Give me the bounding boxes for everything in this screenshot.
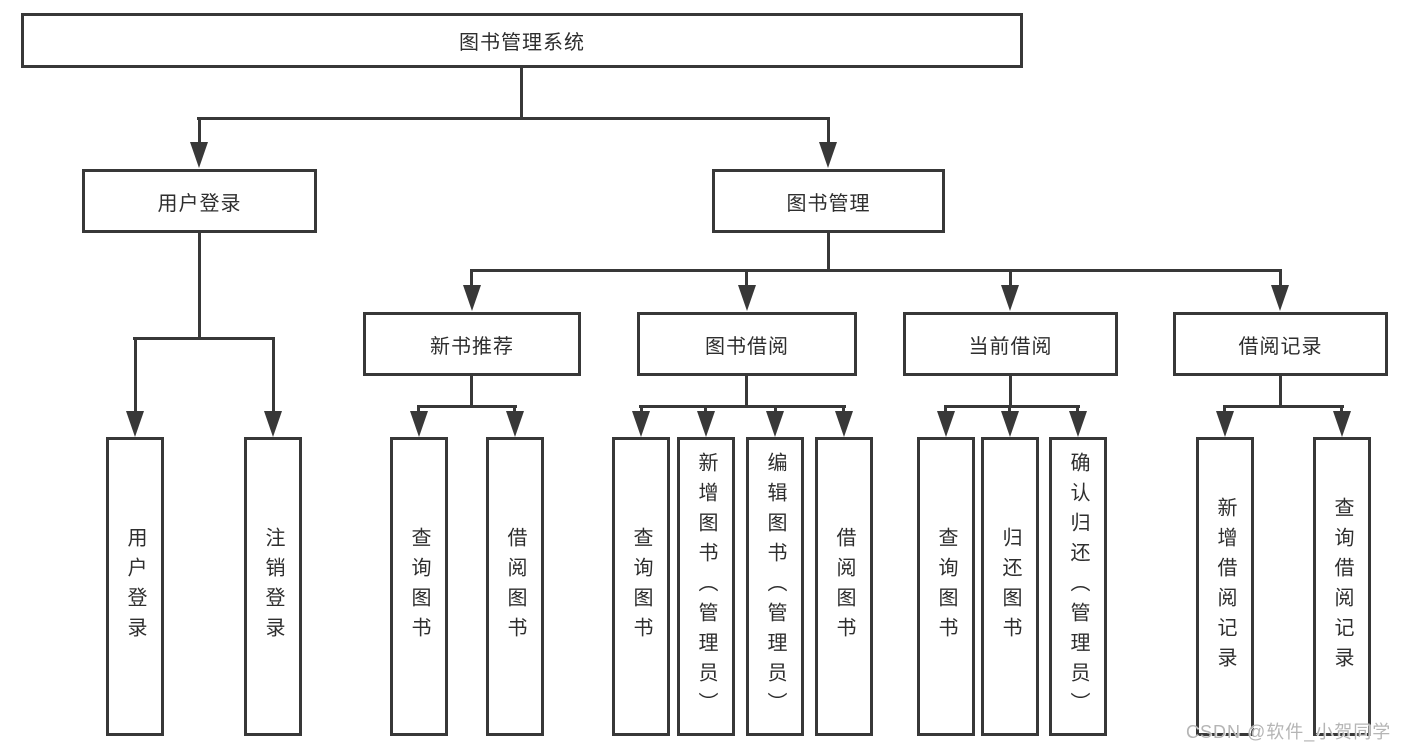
- connector-line: [704, 405, 707, 413]
- leaf-return-books: 归还图书: [981, 437, 1039, 736]
- connector-line: [842, 405, 845, 413]
- leaf-logout-login: 注销登录: [244, 437, 302, 736]
- connector-line: [470, 269, 1282, 272]
- connector-line: [1009, 376, 1012, 407]
- node-borrowing-records: 借阅记录: [1173, 312, 1388, 376]
- connector-line: [745, 376, 748, 407]
- leaf-query-books-current: 查询图书: [917, 437, 975, 736]
- connector-line: [513, 405, 516, 413]
- leaf-add-books-admin: 新增图书（管理员）: [677, 437, 735, 736]
- connector-line: [1009, 269, 1012, 287]
- connector-line: [1279, 269, 1282, 287]
- connector-line: [133, 337, 275, 340]
- leaf-add-borrow-record: 新增借阅记录: [1196, 437, 1254, 736]
- arrow-down-icon: [835, 411, 853, 437]
- arrow-down-icon: [1001, 285, 1019, 311]
- arrow-down-icon: [738, 285, 756, 311]
- arrow-down-icon: [1001, 411, 1019, 437]
- leaf-user-login: 用户登录: [106, 437, 164, 736]
- leaf-borrow-books-borrow: 借阅图书: [815, 437, 873, 736]
- connector-line: [197, 117, 830, 120]
- connector-line: [520, 66, 523, 119]
- leaf-confirm-return-admin: 确认归还（管理员）: [1049, 437, 1107, 736]
- node-book-management: 图书管理: [712, 169, 945, 233]
- arrow-down-icon: [1333, 411, 1351, 437]
- connector-line: [827, 117, 830, 144]
- arrow-down-icon: [126, 411, 144, 437]
- arrow-down-icon: [697, 411, 715, 437]
- arrow-down-icon: [190, 142, 208, 168]
- connector-line: [745, 269, 748, 287]
- leaf-query-borrow-record: 查询借阅记录: [1313, 437, 1371, 736]
- connector-line: [774, 405, 777, 413]
- arrow-down-icon: [766, 411, 784, 437]
- node-library-management-system: 图书管理系统: [21, 13, 1023, 68]
- leaf-edit-books-admin: 编辑图书（管理员）: [746, 437, 804, 736]
- connector-line: [1279, 376, 1282, 407]
- connector-line: [1076, 405, 1079, 413]
- connector-line: [944, 405, 947, 413]
- connector-line: [198, 117, 201, 144]
- node-user-login: 用户登录: [82, 169, 317, 233]
- arrow-down-icon: [410, 411, 428, 437]
- connector-line: [470, 269, 473, 287]
- connector-line: [1340, 405, 1343, 413]
- connector-line: [827, 233, 830, 271]
- connector-line: [639, 405, 846, 408]
- arrow-down-icon: [463, 285, 481, 311]
- leaf-borrow-books-recommend: 借阅图书: [486, 437, 544, 736]
- arrow-down-icon: [1216, 411, 1234, 437]
- connector-line: [417, 405, 517, 408]
- leaf-query-books-borrow: 查询图书: [612, 437, 670, 736]
- connector-line: [417, 405, 420, 413]
- node-current-borrowing: 当前借阅: [903, 312, 1118, 376]
- arrow-down-icon: [937, 411, 955, 437]
- node-new-book-recommend: 新书推荐: [363, 312, 581, 376]
- arrow-down-icon: [819, 142, 837, 168]
- connector-line: [272, 337, 275, 413]
- arrow-down-icon: [1069, 411, 1087, 437]
- connector-line: [198, 233, 201, 339]
- connector-line: [1008, 405, 1011, 413]
- watermark: CSDN @软件_小贺同学: [1186, 722, 1392, 742]
- leaf-query-books-recommend: 查询图书: [390, 437, 448, 736]
- connector-line: [1223, 405, 1226, 413]
- arrow-down-icon: [264, 411, 282, 437]
- connector-line: [470, 376, 473, 407]
- arrow-down-icon: [506, 411, 524, 437]
- connector-line: [944, 405, 1080, 408]
- arrow-down-icon: [632, 411, 650, 437]
- node-book-borrowing: 图书借阅: [637, 312, 857, 376]
- arrow-down-icon: [1271, 285, 1289, 311]
- connector-line: [640, 405, 643, 413]
- connector-line: [1223, 405, 1344, 408]
- connector-line: [134, 337, 137, 413]
